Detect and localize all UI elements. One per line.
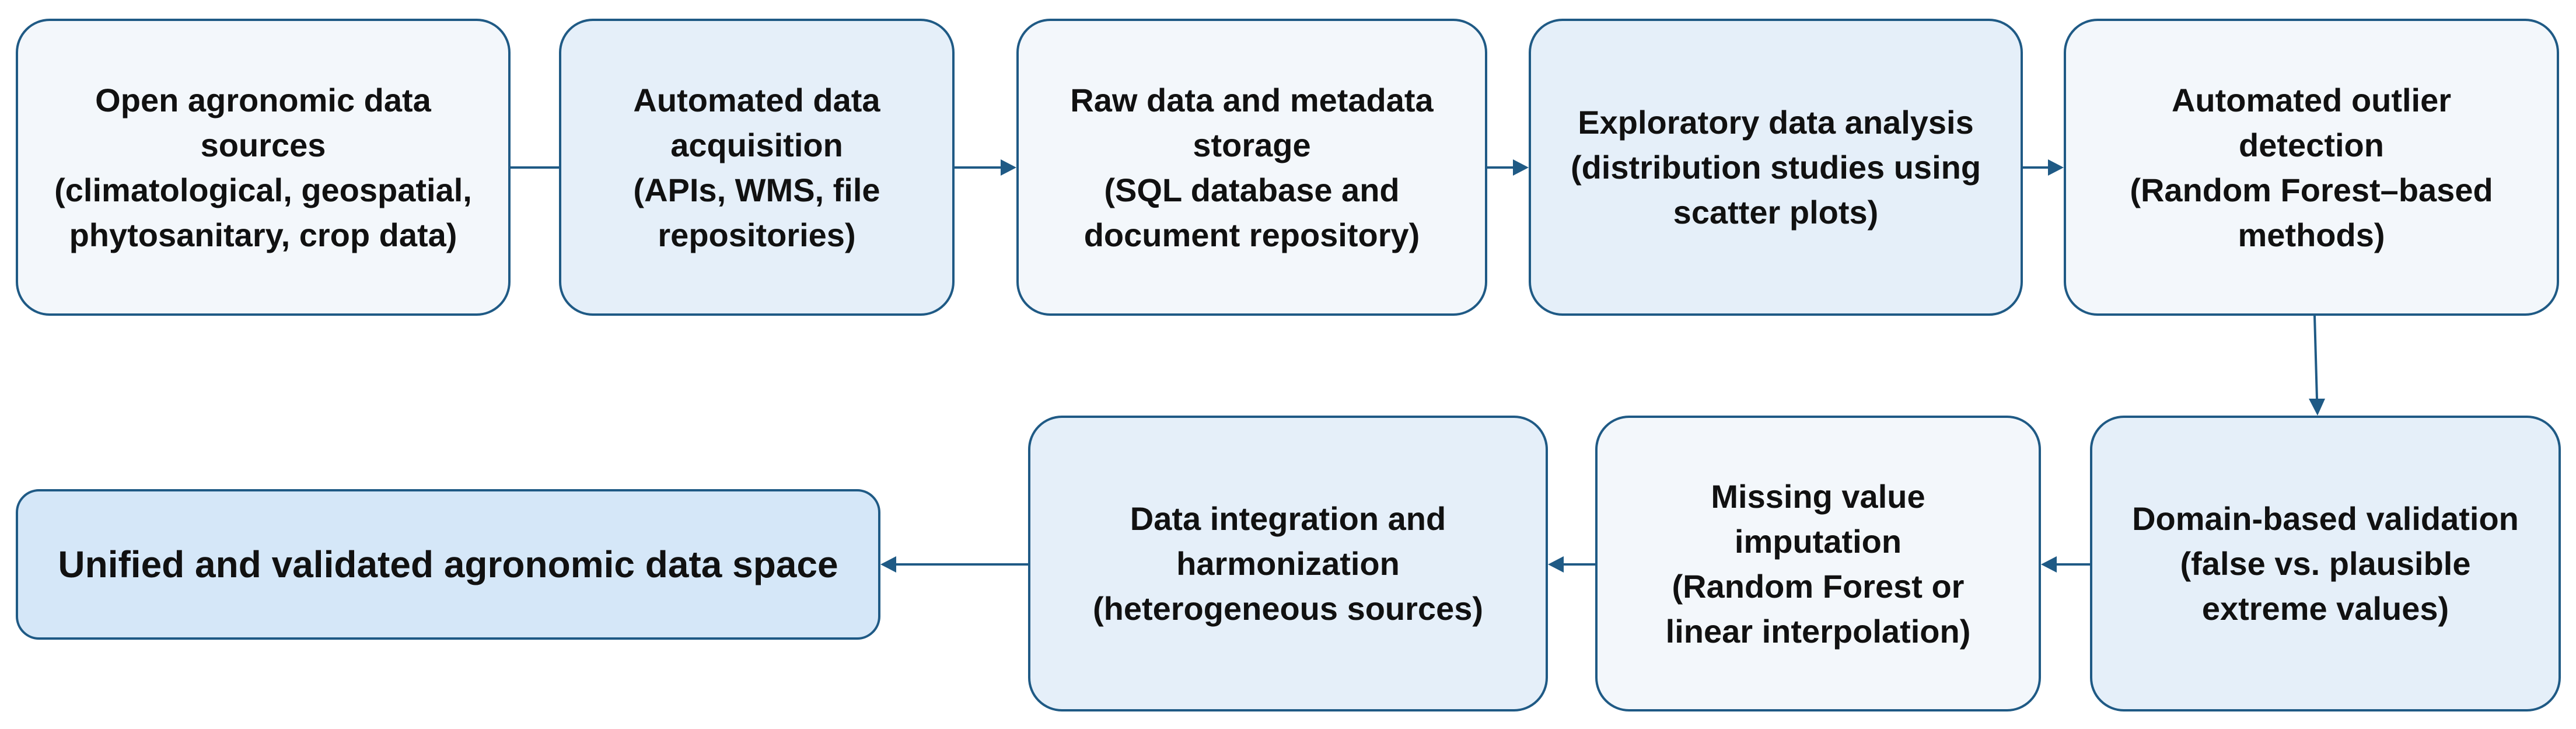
node-integration-line-3: (heterogeneous sources) bbox=[1092, 590, 1484, 627]
node-acquisition-line-4: repositories) bbox=[658, 216, 856, 253]
node-domain-validation-line-2: (false vs. plausible bbox=[2180, 545, 2471, 582]
node-acquisition-line-3: (APIs, WMS, file bbox=[633, 171, 880, 208]
node-integration: Data integration and harmonization (hete… bbox=[1028, 416, 1548, 711]
node-outlier-line-2: detection bbox=[2239, 126, 2384, 163]
node-imputation: Missing value imputation (Random Forest … bbox=[1595, 416, 2041, 711]
node-imputation-line-4: linear interpolation) bbox=[1665, 612, 1971, 650]
node-acquisition: Automated data acquisition (APIs, WMS, f… bbox=[559, 19, 955, 316]
node-eda-line-1: Exploratory data analysis bbox=[1578, 104, 1974, 141]
node-domain-validation-line-3: extreme values) bbox=[2201, 590, 2449, 627]
node-open-sources-line-3: (climatological, geospatial, bbox=[54, 171, 472, 208]
node-acquisition-line-2: acquisition bbox=[670, 126, 843, 163]
node-storage-line-4: document repository) bbox=[1083, 216, 1420, 253]
node-storage: Raw data and metadata storage (SQL datab… bbox=[1016, 19, 1487, 316]
node-storage-line-3: (SQL database and bbox=[1104, 171, 1400, 208]
arrowhead-acquisition-to-storage bbox=[1001, 159, 1016, 176]
node-storage-line-2: storage bbox=[1193, 126, 1311, 163]
node-open-sources-line-2: sources bbox=[200, 126, 326, 163]
node-open-sources-line-1: Open agronomic data bbox=[95, 81, 431, 118]
arrowhead-eda-to-outlier bbox=[2048, 159, 2064, 176]
node-unified-space-line-1: Unified and validated agronomic data spa… bbox=[58, 543, 838, 585]
arrow-outlier-to-validation bbox=[2313, 315, 2318, 399]
node-domain-validation: Domain-based validation (false vs. plaus… bbox=[2090, 416, 2561, 711]
node-domain-validation-line-1: Domain-based validation bbox=[2132, 500, 2519, 537]
node-eda-line-2: (distribution studies using bbox=[1570, 149, 1981, 186]
node-open-sources: Open agronomic data sources (climatologi… bbox=[16, 19, 511, 316]
node-eda-line-3: scatter plots) bbox=[1673, 194, 1879, 231]
node-storage-line-1: Raw data and metadata bbox=[1070, 81, 1434, 118]
node-imputation-line-1: Missing value bbox=[1711, 477, 1925, 515]
node-unified-space: Unified and validated agronomic data spa… bbox=[16, 489, 880, 640]
node-eda: Exploratory data analysis (distribution … bbox=[1529, 19, 2023, 316]
arrowhead-outlier-to-validation bbox=[2309, 399, 2325, 416]
node-integration-line-2: harmonization bbox=[1176, 545, 1400, 582]
arrowhead-validation-to-imputation bbox=[2041, 556, 2057, 573]
node-imputation-line-3: (Random Forest or bbox=[1672, 567, 1965, 605]
arrowhead-storage-to-eda bbox=[1513, 159, 1529, 176]
node-acquisition-line-1: Automated data bbox=[633, 81, 880, 118]
arrowhead-integration-to-unified bbox=[880, 556, 896, 573]
node-outlier: Automated outlier detection (Random Fore… bbox=[2064, 19, 2559, 316]
node-outlier-line-4: methods) bbox=[2238, 216, 2385, 253]
node-integration-line-1: Data integration and bbox=[1130, 500, 1446, 537]
node-outlier-line-3: (Random Forest–based bbox=[2130, 171, 2493, 208]
arrowhead-imputation-to-integration bbox=[1548, 556, 1564, 573]
node-outlier-line-1: Automated outlier bbox=[2171, 81, 2452, 118]
node-open-sources-line-4: phytosanitary, crop data) bbox=[69, 216, 457, 253]
node-imputation-line-2: imputation bbox=[1734, 522, 1902, 560]
